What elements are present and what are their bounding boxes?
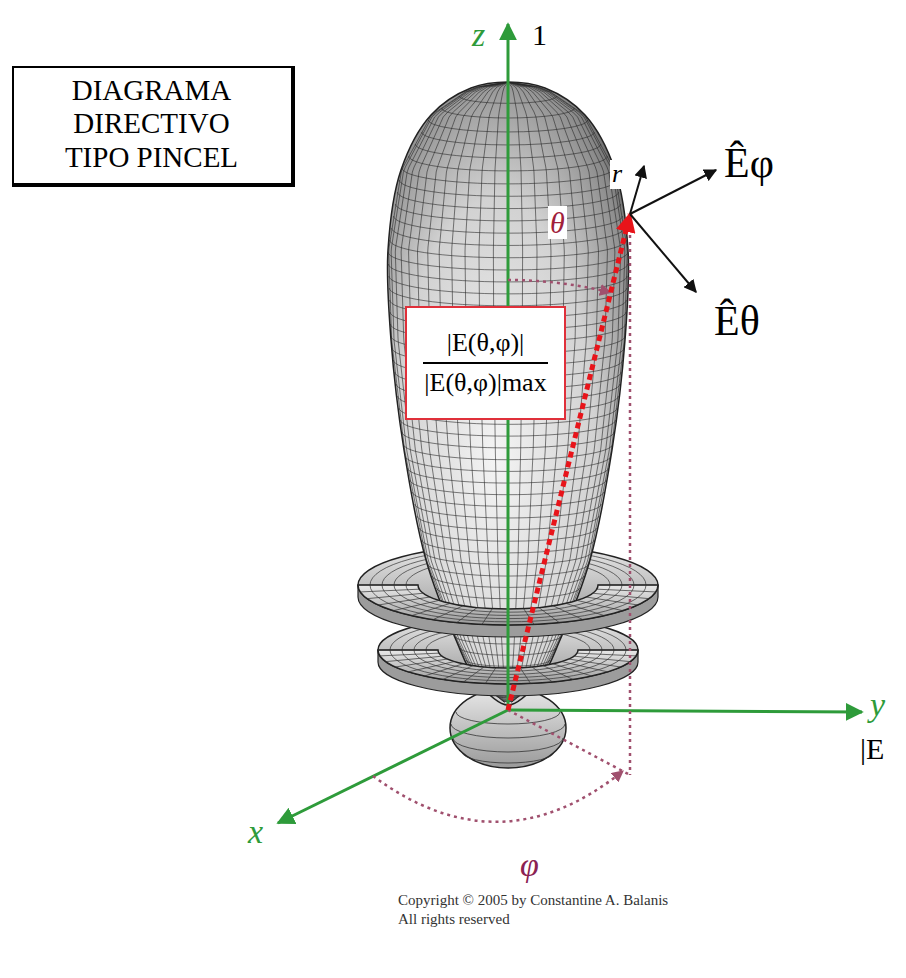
unit-vector-theta xyxy=(630,214,696,292)
mesh-line xyxy=(577,653,636,656)
mesh-line xyxy=(380,653,439,656)
formula-box: |E(θ,φ)| |E(θ,φ)|max xyxy=(405,306,566,420)
axis-label: z xyxy=(470,16,487,53)
mesh-line xyxy=(543,666,573,680)
mesh-line xyxy=(457,608,478,623)
mesh-line xyxy=(360,589,419,592)
mesh-line xyxy=(433,606,463,620)
mesh-line xyxy=(553,664,592,676)
mesh-line xyxy=(408,662,454,672)
mesh-line xyxy=(464,667,485,682)
mesh-line xyxy=(569,659,621,667)
vector-label: r xyxy=(610,160,624,189)
scale-value: 1 xyxy=(530,18,549,51)
mesh-line xyxy=(386,656,442,661)
title-box: DIAGRAMA DIRECTIVO TIPO PINCEL xyxy=(12,66,295,187)
mesh-line xyxy=(453,738,563,752)
projection-line xyxy=(629,214,632,775)
vector-label: Êθ xyxy=(712,298,762,344)
mesh-line xyxy=(462,752,554,763)
field-label: |E xyxy=(858,732,886,765)
formula-numerator: |E(θ,φ)| xyxy=(423,328,548,358)
mesh-line xyxy=(378,650,438,651)
mesh-line xyxy=(593,593,649,598)
y-axis xyxy=(508,710,862,712)
axis-label: x xyxy=(246,813,265,850)
mesh-line xyxy=(597,589,656,592)
angle-label: φ xyxy=(518,846,541,883)
mesh-line xyxy=(553,606,583,620)
radius-vector xyxy=(508,214,630,710)
angle-label: θ xyxy=(548,206,567,239)
mesh-line xyxy=(485,668,495,684)
mesh-line xyxy=(539,608,560,623)
x-axis xyxy=(278,710,508,823)
mesh-line xyxy=(482,609,492,625)
unit-vector-phi xyxy=(630,170,716,214)
title-text: DIAGRAMA DIRECTIVO TIPO PINCEL xyxy=(44,74,259,174)
mesh-line xyxy=(443,666,473,680)
mesh-line xyxy=(562,662,608,672)
axis-label: y xyxy=(868,686,887,723)
mesh-line xyxy=(456,712,560,724)
mesh-line xyxy=(566,603,605,615)
copyright-note: All rights reserved xyxy=(398,911,510,928)
phi-arc xyxy=(373,771,623,822)
formula-denominator: |E(θ,φ)|max xyxy=(423,362,548,398)
mesh-line xyxy=(367,593,423,598)
mesh-line xyxy=(520,668,530,684)
vector-label: Êφ xyxy=(722,140,776,186)
mesh-line xyxy=(532,667,553,682)
mesh-line xyxy=(358,585,418,586)
mesh-line xyxy=(424,664,463,676)
mesh-line xyxy=(378,597,430,605)
projection-line xyxy=(508,710,630,775)
annotations xyxy=(278,24,862,823)
copyright-note: Copyright © 2005 by Constantine A. Balan… xyxy=(398,892,668,909)
theta-arc xyxy=(508,280,611,293)
mesh-line xyxy=(598,585,658,586)
